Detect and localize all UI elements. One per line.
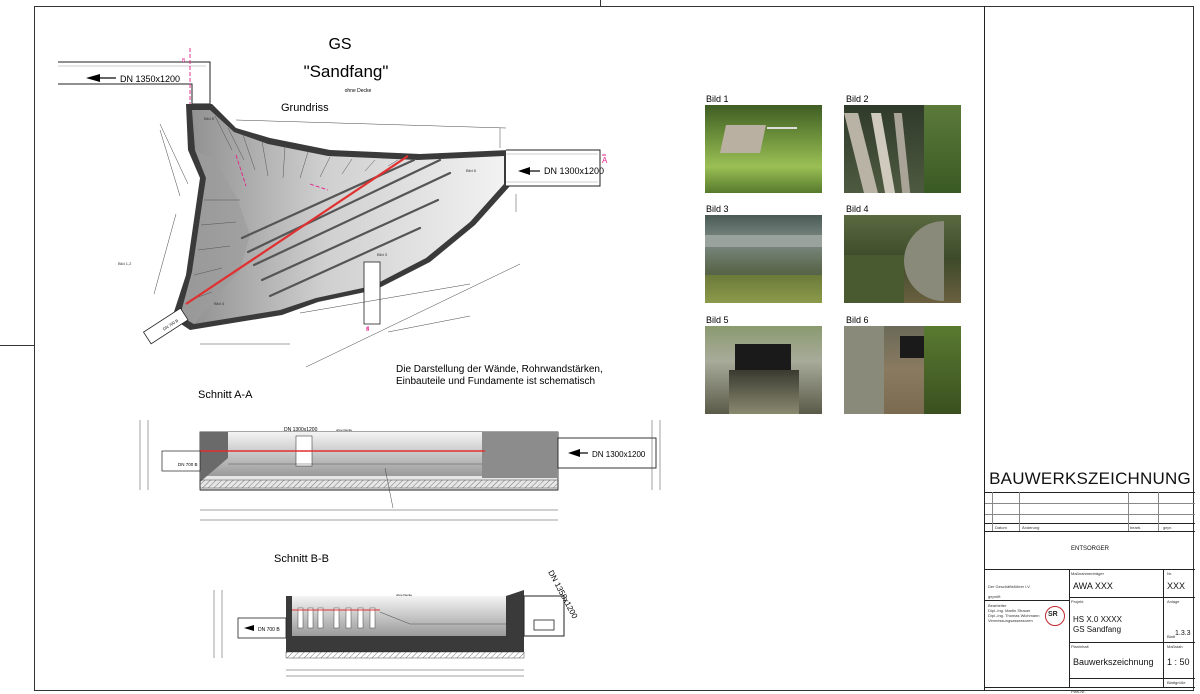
pipe-label-dn1300: DN 1300x1200	[544, 166, 604, 176]
rev-col-aenderung: Änderung	[1022, 525, 1040, 530]
photo-label-1: Bild 1	[706, 94, 729, 104]
photo-label-6: Bild 6	[846, 315, 869, 325]
bearbeiter-name-2: Dipl.-Ing. Thomas Wichmann	[988, 613, 1040, 618]
photo-label-5: Bild 5	[706, 315, 729, 325]
plan-callout-bild6: Bild 6	[466, 168, 477, 173]
geprueft-label: geprüft	[988, 594, 1001, 599]
section-b-ohne-decke: ohne Decke	[396, 593, 412, 597]
pipe-label-dn1350: DN 1350x1200	[120, 74, 180, 84]
section-a-pipe-top-label: DN 1300x1200	[284, 427, 318, 433]
plan-basin: A B B	[172, 48, 608, 333]
blattgroesse-label: Blattgröße	[1167, 680, 1186, 685]
photo-label-3: Bild 3	[706, 204, 729, 214]
rev-col-gepr: gepr.	[1163, 525, 1172, 530]
photo-bild-3[interactable]	[705, 215, 822, 303]
title-gs: GS	[328, 36, 351, 53]
note-line2: Einbauteile und Fundamente ist schematis…	[396, 376, 595, 387]
projekt-line1: HS X.0 XXXX	[1073, 615, 1122, 624]
technical-drawing: GS "Sandfang" ohne Decke Grundriss DN 13…	[58, 36, 661, 677]
geschaeftsfuehrer-label: Der Geschäftsführer i.V.	[988, 584, 1031, 589]
plan-callout-bild3: Bild 3	[377, 252, 388, 257]
blatt-label: Blatt	[1167, 634, 1176, 639]
nr-label: Nr.	[1167, 571, 1173, 576]
rev-col-bearb: bearb.	[1130, 525, 1142, 530]
section-a-pipe-right: DN 1300x1200	[592, 450, 646, 459]
company-logo: SR	[1045, 606, 1065, 626]
title-block: BAUWERKSZEICHNUNG Datum Änderung bearb. …	[984, 6, 1195, 694]
section-a-ohne-decke: ohne Decke	[336, 428, 352, 432]
projekt-label: Projekt	[1071, 599, 1084, 604]
title-sandfang: "Sandfang"	[304, 62, 389, 81]
logo-letters: SR	[1048, 611, 1058, 618]
section-a-title: Schnitt A-A	[198, 389, 253, 401]
section-a-pipe-left: DN 700 B	[178, 462, 198, 467]
bearbeiter-name-1: Dipl.-Ing. Martin Strauer	[988, 608, 1031, 613]
photo-bild-2[interactable]	[844, 105, 961, 193]
plan-nr-label: Plan-Nr.	[1071, 689, 1086, 694]
crop-mark-top	[600, 0, 601, 6]
pipe-inlet-top-left: DN 1350x1200	[58, 61, 211, 105]
anlage-value: 1.3.3	[1175, 630, 1191, 637]
plan-view-label: Grundriss	[281, 102, 329, 114]
anlage-label: Anlage	[1167, 599, 1180, 604]
title-subtitle: ohne Decke	[345, 88, 372, 94]
plan-callout-bild12: Bild 1,2	[118, 261, 132, 266]
section-b-pipe-left: DN 700 B	[258, 627, 280, 633]
pipe-stub-vertical	[363, 261, 381, 325]
massstab-value: 1 : 50	[1167, 657, 1190, 667]
pipe-outlet-left: DN 700 B	[142, 307, 189, 345]
crop-mark-left	[0, 345, 34, 346]
planinhalt-value: Bauwerkszeichnung	[1073, 657, 1154, 667]
rev-col-datum: Datum	[995, 525, 1007, 530]
massnahme-value: AWA XXX	[1073, 581, 1113, 591]
title-block-heading: BAUWERKSZEICHNUNG	[989, 469, 1191, 488]
bearbeiter-label: Bearbeiter	[988, 603, 1007, 608]
photo-label-2: Bild 2	[846, 94, 869, 104]
entsorger-label: ENTSORGER	[1070, 546, 1109, 552]
section-b-drawing: DN 700 B DN 1350x1200 ohne Decke	[213, 569, 579, 677]
bearbeiter-block: Bearbeiter Dipl.-Ing. Martin Strauer Dip…	[988, 603, 1048, 623]
section-b-title: Schnitt B-B	[274, 553, 329, 565]
planinhalt-label: Planinhalt	[1071, 644, 1089, 649]
bearbeiter-role: Vermessungsassessoren	[988, 618, 1033, 623]
plan-callout-bild4: Bild 4	[214, 301, 225, 306]
photo-label-4: Bild 4	[846, 204, 869, 214]
pipe-inlet-right: DN 1300x1200	[506, 149, 604, 187]
photo-bild-5[interactable]	[705, 326, 822, 414]
massnahme-label: Maßnahmenträger	[1071, 571, 1104, 576]
note-line1: Die Darstellung der Wände, Rohrwandstärk…	[396, 364, 603, 375]
photo-bild-6[interactable]	[844, 326, 961, 414]
massstab-label: Maßstab	[1167, 644, 1183, 649]
section-marker-b-bottom: B	[366, 327, 370, 333]
photo-bild-4[interactable]	[844, 215, 961, 303]
photo-bild-1[interactable]	[705, 105, 822, 193]
section-marker-b-top: B	[182, 58, 186, 64]
projekt-line2: GS Sandfang	[1073, 625, 1122, 634]
section-a-drawing: DN 700 B DN 1300x1200 DN 1300x1200 ohne …	[139, 420, 661, 521]
plan-callout-bild5: Bild 5	[204, 116, 215, 121]
nr-value: XXX	[1167, 581, 1186, 591]
section-marker-a: A	[602, 156, 608, 165]
